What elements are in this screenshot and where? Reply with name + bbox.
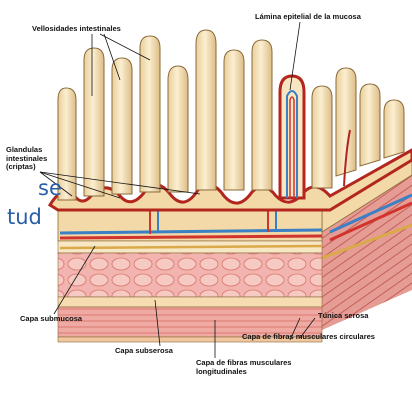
background-text-fragment: tud	[7, 205, 42, 229]
label-submucosa: Capa submucosa	[20, 315, 82, 324]
label-longitudinal-line2: longitudinales	[196, 368, 291, 377]
wall-front-layers	[58, 200, 322, 342]
label-epithelium: Lámina epitelial de la mucosa	[255, 13, 361, 22]
intestinal-villi	[58, 30, 404, 200]
label-villi: Vellosidades intestinales	[32, 25, 121, 34]
label-glands-line3: (criptas)	[6, 163, 47, 172]
label-longitudinal-muscle: Capa de fibras musculares longitudinales	[196, 359, 291, 376]
background-text-fragment: se	[38, 176, 62, 200]
label-circular-muscle: Capa de fibras musculares circulares	[242, 333, 375, 342]
label-serosa: Túnica serosa	[318, 312, 368, 321]
label-subserosa: Capa subserosa	[115, 347, 173, 356]
label-glands: Glandulas intestinales (criptas)	[6, 146, 47, 172]
